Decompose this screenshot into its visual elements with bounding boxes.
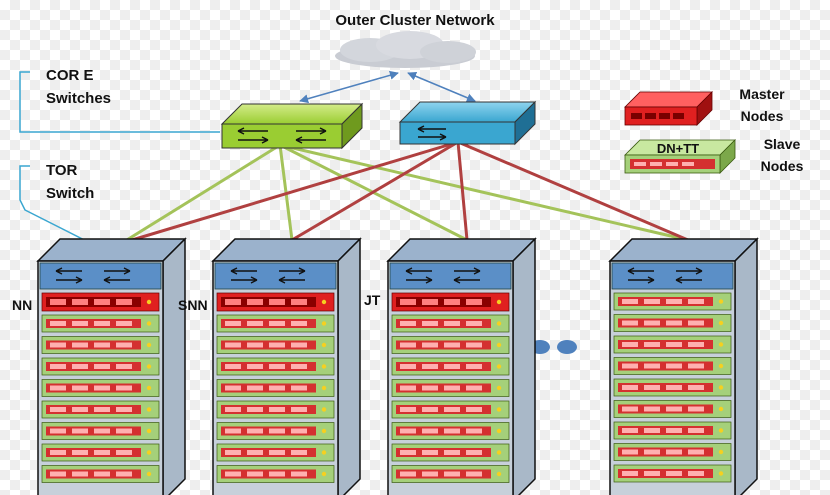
slave-node: [391, 422, 510, 440]
legend-slave-node: [624, 139, 736, 174]
rack-label: NN: [12, 297, 32, 313]
switch-arrows-icon: [230, 267, 306, 284]
uplink: [279, 143, 689, 242]
slave-node: [216, 443, 335, 462]
slave-node: [391, 357, 510, 376]
master-node: [41, 292, 160, 312]
rack-label: JT: [364, 292, 381, 308]
slave-node: [613, 400, 732, 418]
switch-arrows-icon: [237, 127, 327, 144]
legend-master-node: [624, 91, 713, 126]
legend-master-line2: Nodes: [741, 108, 784, 124]
racks: NN SNN JT: [12, 237, 759, 495]
tor-bracket: [19, 165, 121, 259]
slave-node: [391, 379, 510, 397]
slave-node: [41, 379, 160, 397]
rack-side: [337, 237, 361, 495]
slave-node: [216, 400, 335, 419]
legend-slave-line1: Slave: [764, 136, 801, 152]
tor-switch: [611, 262, 734, 290]
slave-node: [391, 336, 510, 354]
legend-master-line1: Master: [739, 86, 785, 102]
rack: [608, 237, 759, 495]
core-switch-green: [220, 102, 364, 150]
rack-top: [608, 238, 759, 262]
rack: [36, 237, 187, 495]
slave-node: [613, 357, 732, 375]
cloud-link-left: [299, 70, 399, 104]
uplink: [291, 140, 459, 242]
rack-side: [162, 237, 186, 495]
more-racks-dots: [530, 340, 577, 354]
legend-slave-line2: Nodes: [761, 158, 804, 174]
slave-node: [216, 314, 335, 333]
tor-switch: [389, 262, 512, 290]
legend-slave-badge: DN+TT: [657, 141, 699, 156]
slave-node: [613, 443, 732, 461]
rack-top: [211, 238, 362, 262]
core-label-line1: COR E: [46, 67, 94, 84]
slave-node: [216, 465, 335, 483]
core-label-line2: Switches: [46, 90, 111, 107]
slave-node: [216, 336, 335, 354]
uplink: [456, 141, 469, 241]
cloud-icon: [335, 31, 476, 68]
master-node: [216, 292, 335, 312]
slave-node: [391, 400, 510, 419]
slave-node: [613, 378, 732, 397]
slave-node: [41, 465, 160, 483]
legend: Master Nodes DN+TT Slave Nodes: [624, 86, 804, 174]
slave-node: [41, 443, 160, 462]
slave-node: [613, 421, 732, 440]
switch-arrows-icon: [627, 267, 703, 284]
tor-label-line2: Switch: [46, 185, 94, 202]
slave-node: [216, 379, 335, 397]
core-bracket: [19, 71, 220, 133]
tor-switch: [214, 262, 337, 290]
slave-node: [613, 292, 732, 311]
uplink: [121, 143, 281, 245]
slave-node: [391, 443, 510, 462]
uplink: [457, 140, 689, 242]
slave-node: [613, 314, 732, 332]
slave-node: [41, 314, 160, 333]
slave-node: [391, 465, 510, 483]
switch-arrows-icon: [417, 125, 447, 141]
rack-side: [512, 237, 536, 495]
rack-top: [386, 238, 537, 262]
slave-node: [41, 357, 160, 376]
slave-node: [41, 422, 160, 440]
cloud-link-right: [407, 71, 476, 103]
rack: [386, 237, 537, 495]
core-switch-blue: [398, 100, 537, 146]
rack-side: [734, 237, 758, 495]
slave-node: [391, 314, 510, 333]
switch-arrows-icon: [405, 267, 481, 284]
uplinks: [121, 140, 689, 245]
rack-label: SNN: [178, 297, 208, 313]
master-node: [391, 292, 510, 312]
slave-node: [216, 422, 335, 440]
uplink: [121, 140, 459, 245]
slave-node: [41, 336, 160, 354]
switch-arrows-icon: [55, 267, 131, 284]
tor-label-line1: TOR: [46, 162, 78, 179]
diagram-title: Outer Cluster Network: [335, 12, 495, 29]
slave-node: [613, 464, 732, 483]
slave-node: [41, 400, 160, 419]
rack: [211, 237, 362, 495]
slave-node: [216, 357, 335, 376]
rack-top: [36, 238, 187, 262]
slave-node: [613, 335, 732, 354]
tor-switch: [39, 262, 162, 290]
